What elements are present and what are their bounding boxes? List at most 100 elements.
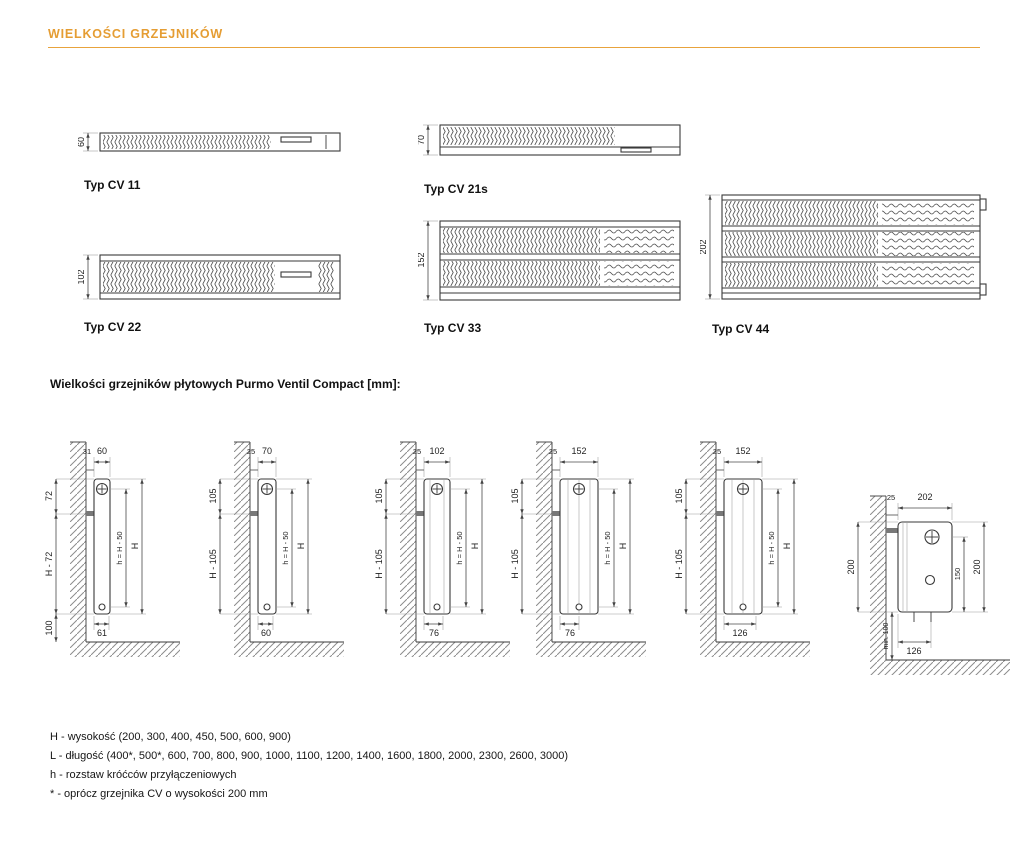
sv3-radiator bbox=[416, 478, 451, 615]
side-view-3: 25 102 105 H - 105 h = H - 50 H bbox=[372, 424, 512, 669]
sv4-height-label: H bbox=[618, 543, 628, 550]
section-heading: Wielkości grzejników płytowych Purmo Ven… bbox=[50, 377, 401, 391]
page-title: WIELKOŚCI GRZEJNIKÓW bbox=[48, 27, 224, 41]
sv5-pipe-spacing-label: h = H - 50 bbox=[767, 531, 776, 564]
cw-wall-height-label: 200 bbox=[846, 559, 856, 574]
sv4-base-width-label: 76 bbox=[565, 628, 575, 638]
cv21s-fin-pattern bbox=[443, 127, 615, 145]
cw-gap-label: 25 bbox=[887, 493, 895, 502]
sv1-gap-label: 31 bbox=[83, 447, 91, 456]
cv33-depth-label: 152 bbox=[418, 252, 426, 267]
cv33-depth-dim: 152 bbox=[416, 220, 438, 301]
sv4-floor-hatch bbox=[536, 642, 646, 657]
cv33-type-label: Typ CV 33 bbox=[424, 321, 482, 335]
cross-section-cv11: 60 Typ CV 11 bbox=[76, 124, 350, 192]
side-view-3-drawing: 25 102 105 H - 105 h = H - 50 H bbox=[374, 441, 510, 657]
sv4-bracket bbox=[552, 511, 561, 516]
sv3-dimensions: 25 102 105 H - 105 h = H - 50 H bbox=[374, 446, 486, 638]
cw-depth-label: 202 bbox=[917, 492, 932, 502]
cw-min-clearance-label: min. 100 bbox=[883, 622, 890, 649]
cv21s-depth-label: 70 bbox=[418, 135, 426, 145]
cv11-drawing: 60 bbox=[76, 132, 341, 152]
legend: H - wysokość (200, 300, 400, 450, 500, 6… bbox=[50, 728, 568, 804]
cv11-type-label: Typ CV 11 bbox=[84, 178, 141, 192]
sv1-bottom-clearance-label: 100 bbox=[44, 620, 54, 635]
cv22-drawing: 102 bbox=[76, 254, 341, 300]
cv22-fin-pattern bbox=[103, 262, 275, 292]
sv2-bracket bbox=[250, 511, 259, 516]
cross-section-cv22: 102 Typ CV 22 bbox=[76, 248, 350, 334]
cv22-bracket bbox=[280, 271, 312, 278]
sv4-gap-label: 25 bbox=[549, 447, 557, 456]
cv11-bracket bbox=[280, 136, 312, 143]
sv4-mid-height-label: H - 105 bbox=[510, 549, 520, 579]
side-view-4: 25 152 105 H - 105 h = H - 50 H bbox=[508, 424, 648, 669]
sv3-wall-floor bbox=[400, 441, 510, 657]
sv2-top-offset-label: 105 bbox=[208, 488, 218, 503]
cv11-fin-pattern bbox=[103, 135, 271, 149]
sv2-gap-label: 25 bbox=[247, 447, 255, 456]
cw-inner-height-label: 150 bbox=[953, 568, 962, 581]
corner-view: 25 202 200 min. 100 126 150 200 bbox=[842, 480, 1022, 700]
sv3-height-label: H bbox=[470, 543, 480, 550]
side-view-2-drawing: 25 70 105 H - 105 h = H - 50 H bbox=[208, 441, 344, 657]
cw-wall-floor bbox=[870, 495, 1010, 675]
cv21s-type-label: Typ CV 21s bbox=[424, 182, 488, 196]
cw-radiator-panel bbox=[897, 521, 953, 613]
cv33-drawing: 152 bbox=[416, 220, 681, 301]
sv5-wall-hatch bbox=[700, 442, 716, 642]
sv5-wall-floor bbox=[700, 441, 810, 657]
sv2-depth-label: 70 bbox=[262, 446, 272, 456]
sv2-base-width-label: 60 bbox=[261, 628, 271, 638]
sv1-pipe-spacing-label: h = H - 50 bbox=[115, 531, 124, 564]
sv2-drain-icon bbox=[263, 603, 271, 611]
cv44-depth-label: 202 bbox=[700, 239, 708, 254]
sv1-radiator bbox=[86, 478, 111, 615]
cv11-depth-label: 60 bbox=[78, 137, 86, 147]
cv44-type-label: Typ CV 44 bbox=[712, 322, 770, 336]
cw-floor-hatch bbox=[870, 660, 1010, 675]
cw-plug-icon bbox=[924, 574, 936, 586]
cv33-fin-pattern bbox=[443, 228, 600, 253]
sv3-base-width-label: 76 bbox=[429, 628, 439, 638]
cw-dimensions: 25 202 200 min. 100 126 150 200 bbox=[846, 492, 988, 660]
legend-line-spacing: h - rozstaw króćców przyłączeniowych bbox=[50, 769, 237, 781]
sv5-height-label: H bbox=[782, 543, 792, 550]
sv3-drain-icon bbox=[433, 603, 441, 611]
sv1-bracket bbox=[86, 511, 95, 516]
cv22-type-label: Typ CV 22 bbox=[84, 320, 142, 334]
cv44-tab-bottom bbox=[979, 283, 987, 296]
sv1-height-label: H bbox=[130, 543, 140, 550]
sv1-wall-hatch bbox=[70, 442, 86, 642]
side-view-5-drawing: 25 152 105 H - 105 h = H - 50 H bbox=[674, 441, 810, 657]
cv22-depth-dim: 102 bbox=[76, 254, 98, 300]
cv44-fin-pattern bbox=[725, 201, 878, 225]
corner-view-drawing: 25 202 200 min. 100 126 150 200 bbox=[846, 492, 1010, 675]
side-view-1-drawing: 31 60 72 H - 72 100 h = H - 50 H bbox=[44, 441, 180, 657]
cv21s-drawing: 70 bbox=[416, 124, 681, 156]
sv5-bracket bbox=[716, 511, 725, 516]
sv4-wall-hatch bbox=[536, 442, 552, 642]
sv1-base-width-label: 61 bbox=[97, 628, 107, 638]
sv5-radiator bbox=[716, 478, 763, 615]
sv4-top-offset-label: 105 bbox=[510, 488, 520, 503]
side-view-4-drawing: 25 152 105 H - 105 h = H - 50 H bbox=[510, 441, 646, 657]
sv3-mid-height-label: H - 105 bbox=[374, 549, 384, 579]
legend-line-note: * - oprócz grzejnika CV o wysokości 200 … bbox=[50, 788, 268, 800]
side-view-1: 31 60 72 H - 72 100 h = H - 50 H bbox=[42, 424, 182, 669]
sv5-drain-icon bbox=[739, 603, 747, 611]
side-view-5: 25 152 105 H - 105 h = H - 50 H bbox=[672, 424, 812, 669]
cv22-depth-label: 102 bbox=[78, 269, 86, 284]
sv3-bracket bbox=[416, 511, 425, 516]
sv2-mid-height-label: H - 105 bbox=[208, 549, 218, 579]
sv5-depth-label: 152 bbox=[735, 446, 750, 456]
sv3-wall-hatch bbox=[400, 442, 416, 642]
sv3-top-offset-label: 105 bbox=[374, 488, 384, 503]
cross-section-cv21s: 70 Typ CV 21s bbox=[416, 118, 690, 196]
legend-line-height: H - wysokość (200, 300, 400, 450, 500, 6… bbox=[50, 731, 291, 743]
sv5-floor-hatch bbox=[700, 642, 810, 657]
cw-radiator bbox=[886, 521, 953, 622]
cv44-tab-top bbox=[979, 198, 987, 211]
cw-base-width-label: 126 bbox=[906, 646, 921, 656]
